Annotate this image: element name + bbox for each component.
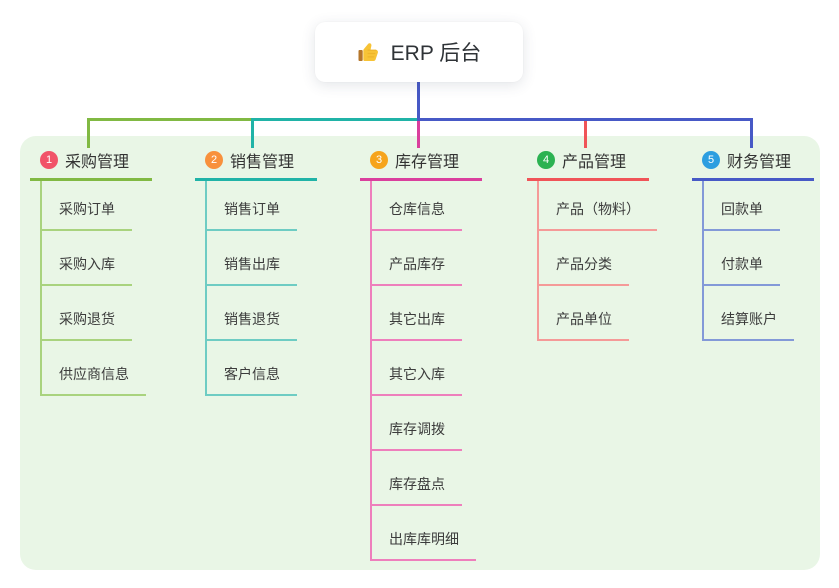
child-node[interactable]: 付款单 — [702, 254, 780, 286]
mindmap-background-panel — [20, 136, 820, 570]
child-node[interactable]: 采购入库 — [40, 254, 132, 286]
branch-connector-horizontal — [251, 118, 418, 121]
branch-connector-drop — [251, 118, 254, 148]
child-node[interactable]: 采购退货 — [40, 309, 132, 341]
branch-children-trunk — [205, 179, 207, 396]
child-node[interactable]: 其它入库 — [370, 364, 462, 396]
child-node[interactable]: 产品（物料） — [537, 199, 657, 231]
child-node[interactable]: 结算账户 — [702, 309, 794, 341]
thumbs-up-icon — [358, 43, 378, 61]
branch-node-purchase[interactable]: 1 采购管理 — [30, 146, 152, 181]
branch-connector-drop — [584, 118, 587, 148]
badge-number: 3 — [370, 151, 388, 169]
branch-label: 产品管理 — [562, 154, 627, 171]
branch-node-finance[interactable]: 5 财务管理 — [692, 146, 814, 181]
child-node[interactable]: 客户信息 — [205, 364, 297, 396]
child-node[interactable]: 库存盘点 — [370, 474, 462, 506]
branch-children-trunk — [537, 179, 539, 341]
branch-children-trunk — [702, 179, 704, 341]
badge-number: 5 — [702, 151, 720, 169]
branch-children-trunk — [370, 179, 372, 561]
child-node[interactable]: 销售出库 — [205, 254, 297, 286]
mindmap-root-node[interactable]: ERP 后台 — [315, 22, 523, 82]
branch-label: 销售管理 — [230, 154, 295, 171]
child-node[interactable]: 回款单 — [702, 199, 780, 231]
child-node[interactable]: 出库库明细 — [370, 529, 476, 561]
branch-label: 采购管理 — [65, 154, 130, 171]
child-node[interactable]: 仓库信息 — [370, 199, 462, 231]
branch-node-product[interactable]: 4 产品管理 — [527, 146, 649, 181]
child-node[interactable]: 销售订单 — [205, 199, 297, 231]
child-node[interactable]: 产品单位 — [537, 309, 629, 341]
branch-label: 库存管理 — [395, 154, 460, 171]
child-node[interactable]: 产品分类 — [537, 254, 629, 286]
child-node[interactable]: 采购订单 — [40, 199, 132, 231]
branch-node-sales[interactable]: 2 销售管理 — [195, 146, 317, 181]
child-node[interactable]: 供应商信息 — [40, 364, 146, 396]
child-node[interactable]: 库存调拨 — [370, 419, 462, 451]
badge-number: 1 — [40, 151, 58, 169]
badge-number: 4 — [537, 151, 555, 169]
child-node[interactable]: 销售退货 — [205, 309, 297, 341]
child-node[interactable]: 其它出库 — [370, 309, 462, 341]
branch-connector-drop — [750, 118, 753, 148]
child-node[interactable]: 产品库存 — [370, 254, 462, 286]
branch-children-trunk — [40, 179, 42, 396]
root-node-label: ERP 后台 — [390, 42, 482, 65]
branch-connector-horizontal — [417, 118, 753, 121]
root-connector-drop — [417, 82, 420, 121]
branch-connector-drop — [417, 118, 420, 148]
branch-node-inventory[interactable]: 3 库存管理 — [360, 146, 482, 181]
branch-connector-drop — [87, 118, 90, 148]
badge-number: 2 — [205, 151, 223, 169]
branch-label: 财务管理 — [727, 154, 792, 171]
